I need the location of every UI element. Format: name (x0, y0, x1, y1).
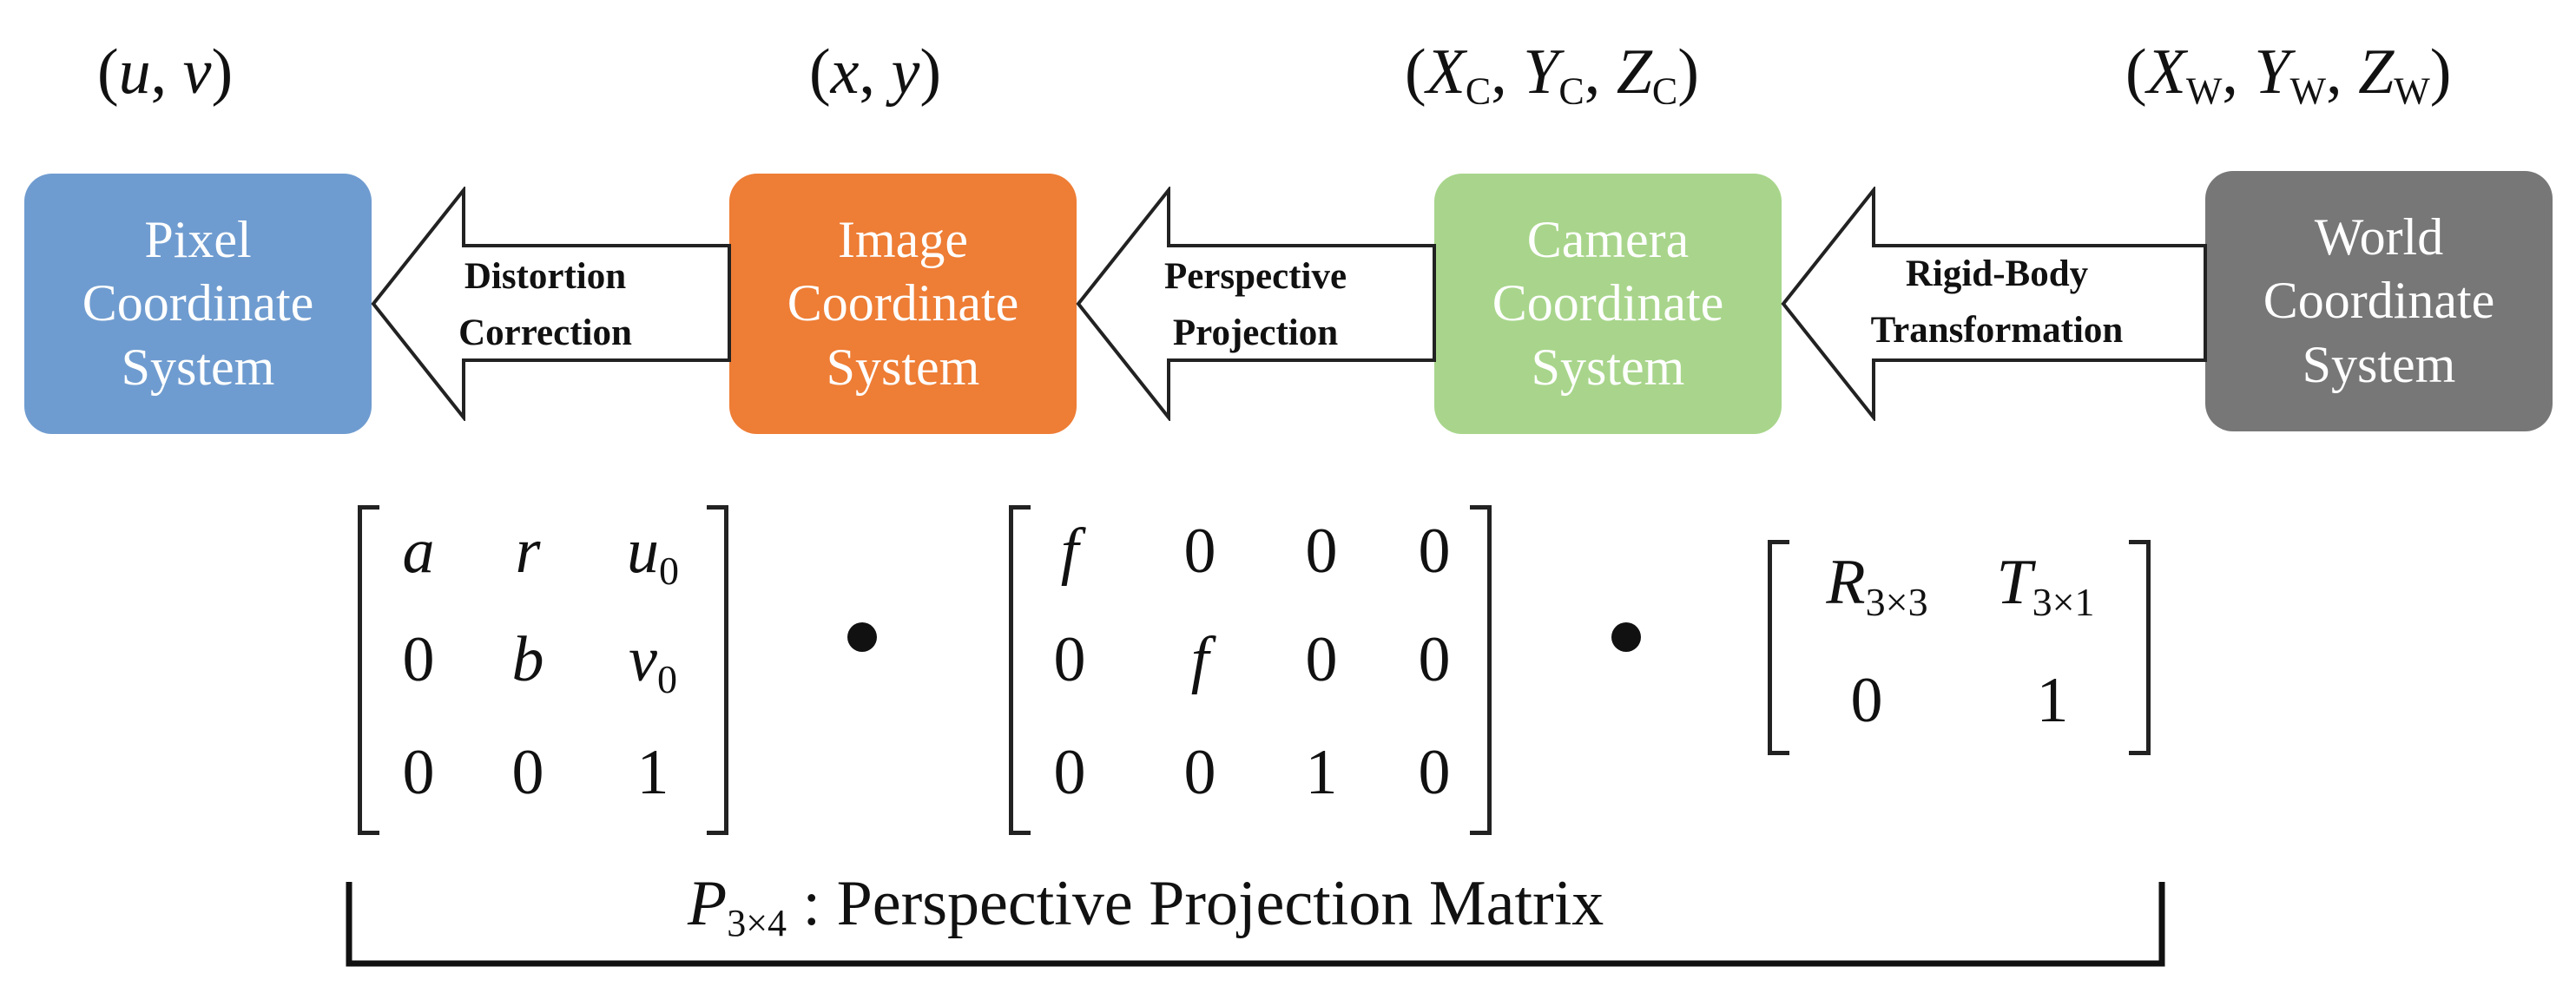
perspective-projection-arrow (1076, 187, 1436, 421)
multiplication-dot (847, 622, 877, 652)
image-coordinate-system-box: Image Coordinate System (729, 174, 1077, 434)
box-line: Camera (1526, 211, 1690, 269)
world-coordinate-tuple: (XW, YW, ZW) (2125, 36, 2452, 113)
box-line: World (2314, 208, 2444, 266)
box-line: System (826, 338, 980, 396)
image-coordinate-tuple: (x, y) (809, 36, 942, 108)
intrinsic-matrix-right-bracket (707, 505, 728, 835)
camera-coordinate-tuple: (XC, YC, ZC) (1405, 36, 1699, 113)
extrinsic-matrix-left-bracket (1768, 540, 1789, 755)
underbrace (346, 882, 2165, 967)
multiplication-dot (1611, 622, 1641, 652)
projection-matrix-left-bracket (1009, 505, 1031, 835)
box-line: System (2302, 335, 2456, 393)
pixel-coordinate-system-box: Pixel Coordinate System (24, 174, 372, 434)
world-coordinate-system-box: World Coordinate System (2205, 171, 2553, 431)
box-line: Coordinate (787, 274, 1019, 332)
perspective-projection-matrix-caption: P3×4 : Perspective Projection Matrix (688, 868, 1604, 945)
camera-coordinate-system-box: Camera Coordinate System (1434, 174, 1782, 434)
perspective-projection-label: Perspective Projection (1163, 256, 1347, 353)
distortion-correction-label: Distortion Correction (458, 256, 632, 353)
rigid-body-transformation-arrow (1781, 187, 2207, 421)
box-line: System (1531, 338, 1685, 396)
pixel-coordinate-tuple: (u, v) (97, 36, 234, 108)
box-line: Image (838, 211, 968, 269)
box-line: System (121, 338, 275, 396)
distortion-correction-arrow (371, 187, 731, 421)
extrinsic-matrix-right-bracket (2129, 540, 2151, 755)
box-line: Coordinate (2263, 272, 2495, 330)
box-line: Pixel (144, 211, 252, 269)
rigid-body-transformation-label: Rigid-Body Transformation (1870, 253, 2124, 351)
box-line: Coordinate (82, 274, 314, 332)
box-line: Coordinate (1492, 274, 1724, 332)
projection-matrix-right-bracket (1470, 505, 1492, 835)
intrinsic-matrix-left-bracket (358, 505, 379, 835)
